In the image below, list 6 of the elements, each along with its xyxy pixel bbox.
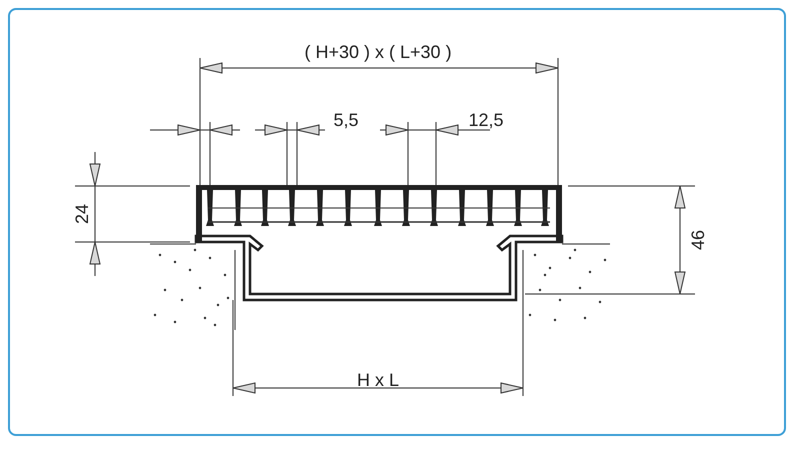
dimension-label: 5,5 [334,110,359,130]
dimension-label: 46 [688,230,708,250]
dimension-label: 24 [72,204,92,224]
dimension-label: ( H+30 ) x ( L+30 ) [304,42,452,62]
dimension-label: 12,5 [468,110,504,130]
dimension-label: H x L [357,370,400,390]
